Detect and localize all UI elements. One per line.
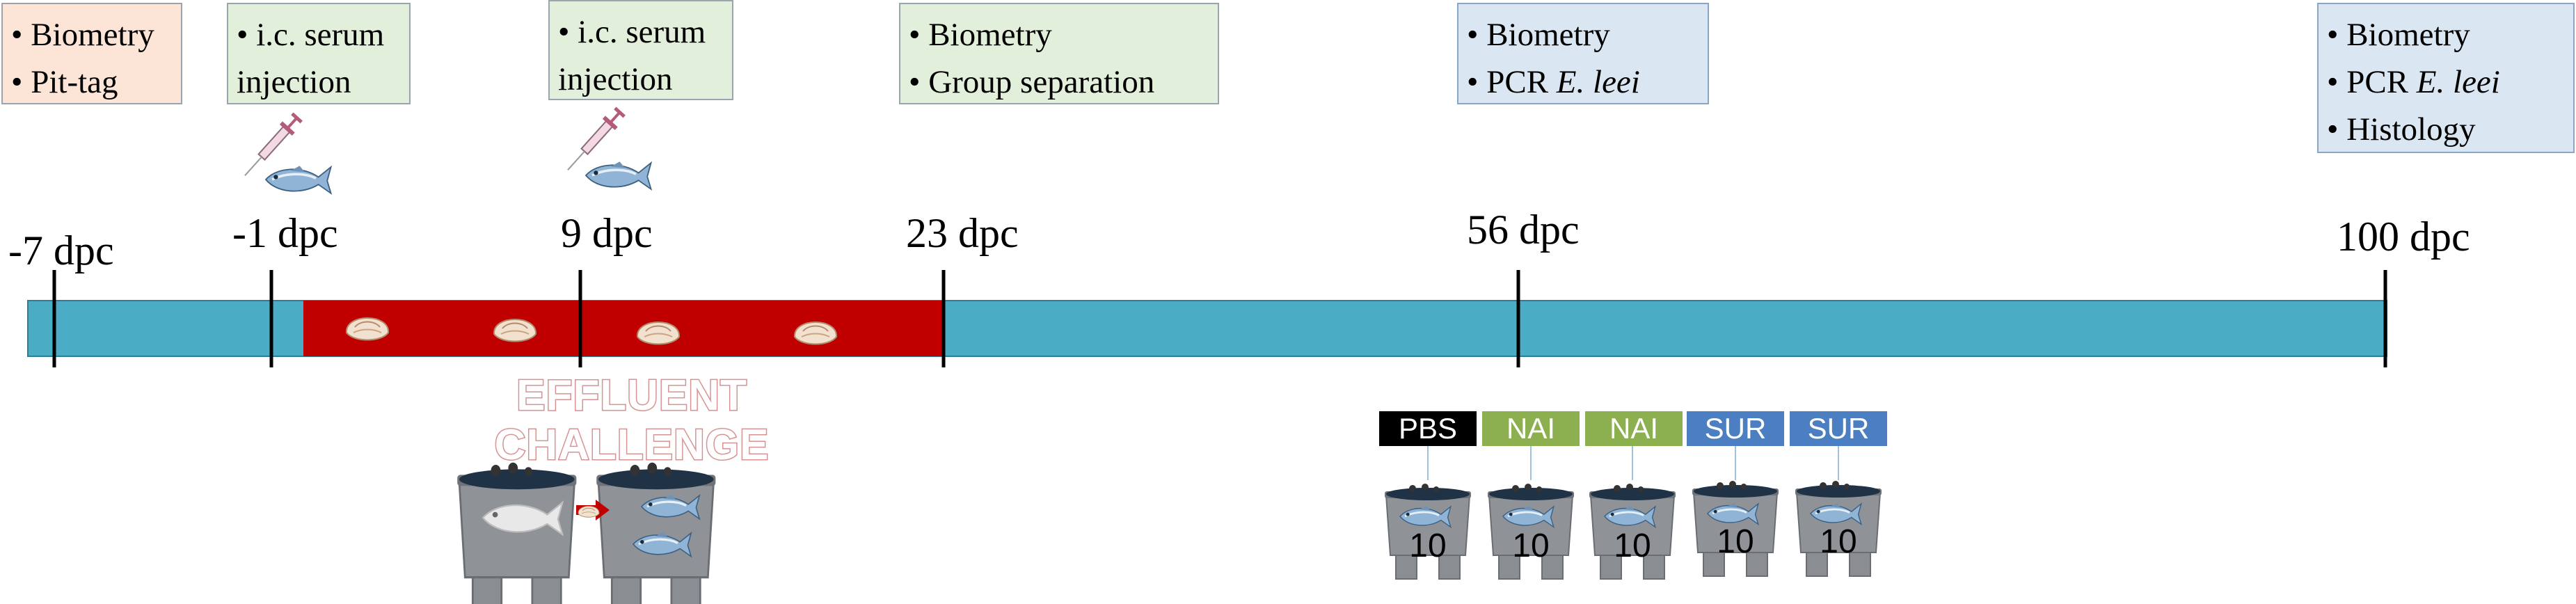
fish-icon [585, 160, 653, 191]
info-box-serum-injection-2: • i.c. serum injection [548, 0, 733, 100]
box-line: • Biometry [1467, 17, 1610, 53]
timepoint-label: 23 dpc [906, 210, 1019, 256]
parasite-icon [636, 321, 681, 345]
box-line: • i.c. serum [558, 14, 706, 50]
fish-icon [264, 164, 333, 195]
tank-fish-count: 10 [1614, 527, 1651, 564]
box-line: • i.c. serum [237, 17, 385, 53]
timepoint-label: 100 dpc [2337, 214, 2470, 260]
box-line: injection [558, 61, 673, 97]
box-line: • Histology [2327, 111, 2476, 148]
effluent-challenge-label: EFFLUENT CHALLENGE [493, 371, 770, 470]
parasite-icon [793, 321, 838, 345]
species-name: E. leei [1556, 64, 1640, 100]
box-line: • Biometry [2327, 17, 2470, 53]
group-tag-nai: NAI [1482, 411, 1580, 446]
challenge-band [303, 301, 944, 356]
timepoint-label: -1 dpc [232, 210, 338, 256]
box-line: • Biometry [11, 17, 154, 53]
parasite-icon [345, 317, 390, 341]
tank-fish-count: 10 [1409, 527, 1447, 564]
fish-icon [482, 500, 564, 537]
arrow-right-icon [596, 500, 610, 520]
donor-tank-icon [456, 461, 578, 604]
group-tag-sur: SUR [1687, 411, 1784, 446]
box-line: • Group separation [909, 64, 1155, 100]
timepoint-label: -7 dpc [8, 228, 114, 273]
timepoint-label: 56 dpc [1467, 207, 1580, 253]
group-tag-pbs: PBS [1379, 411, 1477, 446]
box-line: • Biometry [909, 17, 1052, 53]
box-line-prefix: • PCR [1467, 64, 1557, 100]
group-tag-sur: SUR [1790, 411, 1887, 446]
info-box-biometry-pcr-56: • Biometry • PCR E. leei [1457, 3, 1709, 104]
info-box-biometry-pittag: • Biometry • Pit-tag [1, 3, 182, 104]
tank-fish-count: 10 [1512, 527, 1550, 564]
box-line: • PCR E. leei [1467, 58, 1701, 106]
recipient-tank-icon [595, 461, 717, 604]
info-box-biometry-group-separation: • Biometry • Group separation [899, 3, 1219, 104]
info-box-biometry-pcr-histology-100: • Biometry • PCR E. leei • Histology [2317, 3, 2575, 153]
timepoint-label: 9 dpc [561, 210, 653, 256]
parasite-icon [578, 506, 600, 518]
box-line: • Pit-tag [11, 64, 118, 100]
box-line: • PCR E. leei [2327, 58, 2566, 106]
box-line-prefix: • PCR [2327, 64, 2417, 100]
species-name: E. leei [2416, 64, 2500, 100]
box-line: injection [237, 64, 351, 100]
info-box-serum-injection-1: • i.c. serum injection [227, 3, 411, 104]
tank-fish-count: 10 [1820, 523, 1857, 560]
group-tag-nai: NAI [1585, 411, 1683, 446]
parasite-icon [493, 319, 537, 342]
tank-fish-count: 10 [1717, 523, 1754, 560]
